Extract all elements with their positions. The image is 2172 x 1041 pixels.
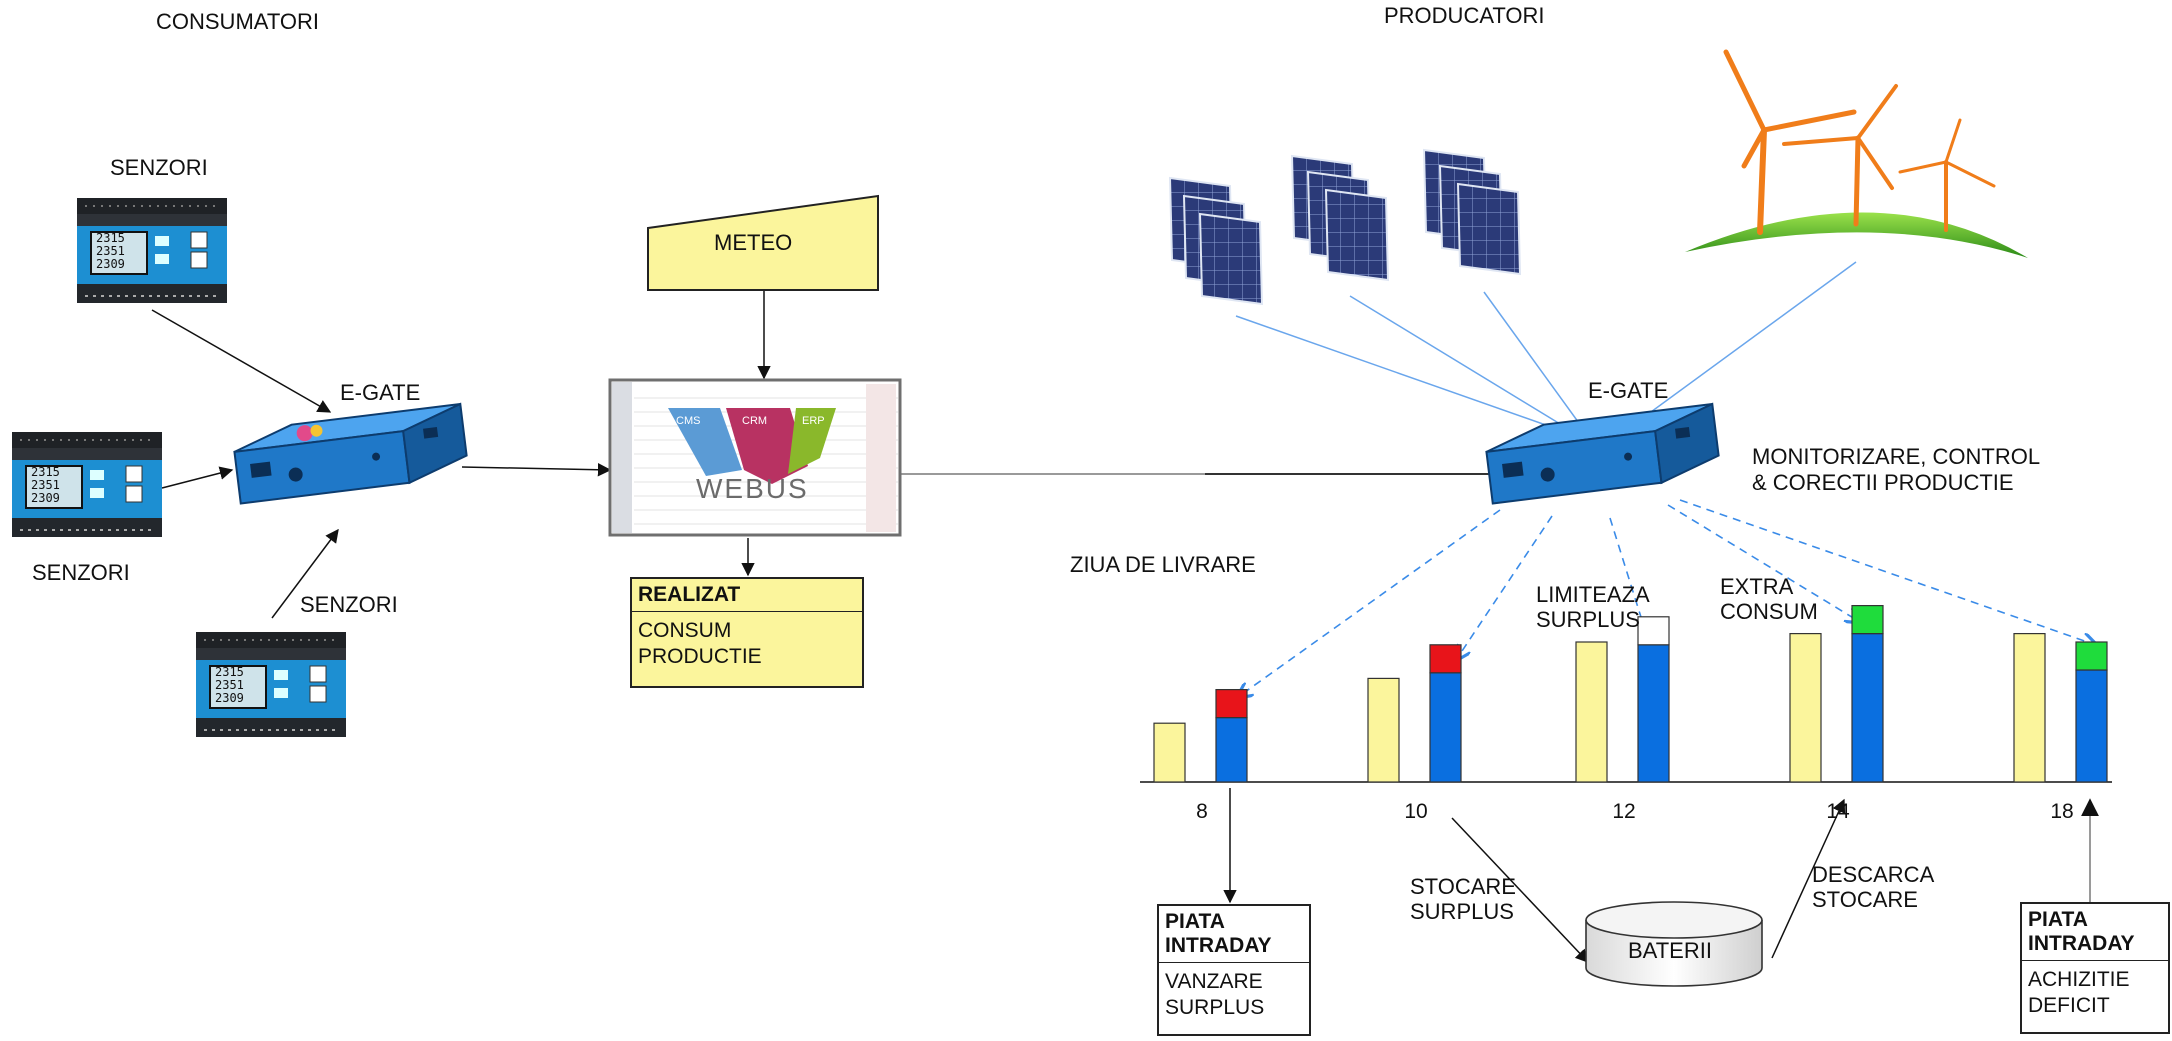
correction-segment-14 [1851,604,1884,635]
actual-bar-10 [1429,672,1462,783]
egate-webus-link [461,463,612,477]
forecast-bar-10 [1367,677,1400,783]
solar-panel-group-2 [1291,155,1389,281]
correction-segment-10 [1429,644,1462,674]
webus-cms-label: CMS [676,415,701,427]
egate-right-device [1483,402,1723,505]
sensors-label-top: SENZORI [110,155,208,180]
forecast-bar-14 [1789,632,1822,783]
actual-bar-14 [1851,632,1884,783]
tick-label-18: 18 [2050,800,2073,823]
egate-left-device [231,402,471,505]
battery-label: BATERII [1628,938,1712,963]
battery-cylinder [1585,901,1763,987]
meteo-label: METEO [714,230,793,255]
producer-links [1235,261,1857,431]
control-arrows [1238,499,2096,697]
delivery-day-label: ZIUA DE LIVRARE [1070,552,1256,577]
tick-label-12: 12 [1612,800,1635,823]
egate-right-label: E-GATE [1588,378,1669,403]
sensors-label-left: SENZORI [32,560,130,585]
sensor-bottom-link [271,528,339,619]
producers-heading: PRODUCATORI [1384,3,1545,28]
actual-bar-18 [2075,669,2108,783]
webus-crm-label: CRM [742,415,768,427]
sensors-label-bottom: SENZORI [300,592,398,617]
forecast-bar-12 [1575,641,1608,783]
sensor-left-link [161,466,234,489]
webus-crm-tile [726,408,808,484]
sensor-top-link [151,309,332,413]
webus-cms-tile [668,408,742,476]
webus-logo-text: WEBUS [696,473,809,504]
discharge-arrow [1771,798,1846,959]
actual-bar-12 [1637,644,1670,783]
tick-label-8: 8 [1196,800,1208,823]
realizat-title: REALIZAT [632,579,862,612]
solar-panel-group-1 [1169,177,1263,305]
webus-erp-label: ERP [802,415,825,427]
consumers-heading: CONSUMATORI [156,9,319,34]
tick-label-10: 10 [1404,800,1427,823]
delivery-chart: 810121418 [1140,604,2112,823]
correction-segment-12 [1637,616,1670,646]
forecast-bar-8 [1153,722,1186,783]
webus-screen [608,378,902,537]
monitoring-label: MONITORIZARE, CONTROL& CORECTII PRODUCTI… [1752,444,2041,495]
webus-erp-tile [788,408,836,474]
wind-turbines [1685,49,2028,258]
solar-panel-group-3 [1423,149,1521,275]
store-surplus-arrow [1451,817,1589,963]
correction-segment-18 [2075,641,2108,671]
correction-segment-8 [1215,688,1248,719]
actual-bar-8 [1215,716,1248,783]
egate-left-label: E-GATE [340,380,421,405]
meteo-box [647,194,879,291]
forecast-bar-18 [2013,632,2046,783]
